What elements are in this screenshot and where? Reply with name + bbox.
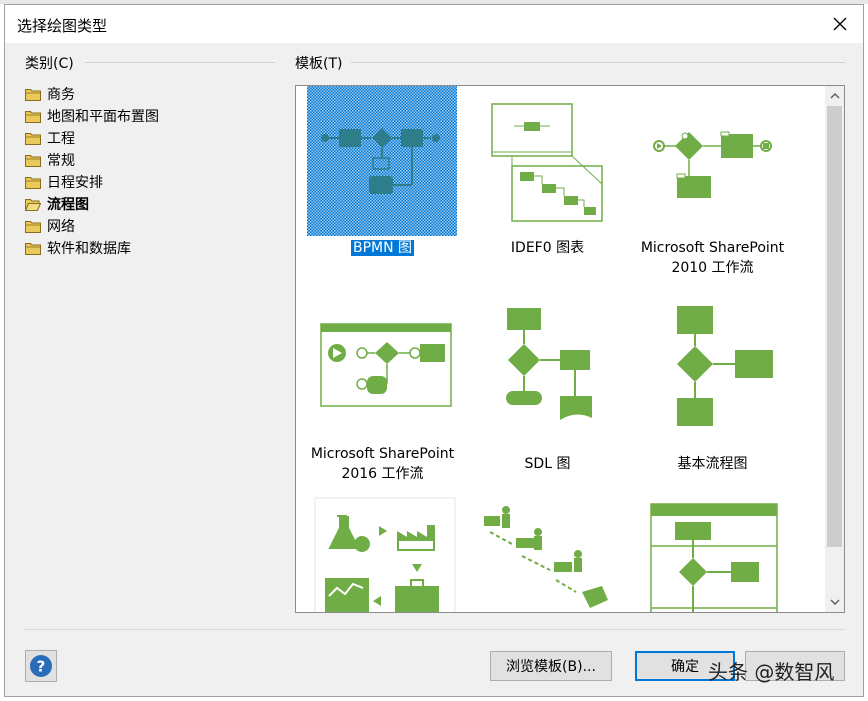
close-icon	[833, 17, 847, 31]
category-label: 工程	[47, 131, 75, 147]
template-gallery: BPMN 图 IDEF0 图表	[295, 85, 845, 613]
sharepoint-2010-workflow-icon	[653, 131, 772, 198]
bpmn-diagram-icon	[307, 86, 457, 236]
footer-divider	[23, 629, 845, 630]
open-folder-icon	[25, 198, 41, 211]
help-icon: ?	[30, 655, 52, 677]
category-label: 商务	[47, 87, 75, 103]
category-label: 软件和数据库	[47, 241, 131, 257]
scroll-down-button[interactable]	[825, 592, 844, 612]
categories-label: 类别(C)	[25, 56, 74, 72]
templates-label: 模板(T)	[295, 56, 343, 72]
category-item-flowchart[interactable]: 流程图	[25, 193, 275, 215]
template-label: IDEF0 图表	[510, 240, 585, 256]
folder-icon	[25, 110, 41, 123]
template-label: 基本流程图	[677, 456, 748, 472]
ok-button[interactable]: 确定	[635, 651, 735, 681]
cancel-button[interactable]	[745, 651, 845, 681]
chevron-down-icon	[829, 599, 840, 605]
cross-functional-flowchart-icon	[650, 503, 778, 612]
title-bar: 选择绘图类型	[5, 5, 863, 43]
scroll-up-button[interactable]	[825, 86, 844, 106]
category-item-general[interactable]: 常规	[25, 149, 275, 171]
template-sharepoint-2010[interactable]: Microsoft SharePoint 2010 工作流	[630, 86, 795, 276]
dialog-title: 选择绘图类型	[17, 17, 108, 35]
category-list: 商务 地图和平面布置图 工程 常规 日程安排 流程图 网络 软件和数据库	[25, 83, 275, 259]
categories-divider	[85, 62, 275, 63]
template-value-stream[interactable]	[465, 496, 630, 612]
template-label: Microsoft SharePoint 2010 工作流	[640, 240, 785, 276]
template-work-flow[interactable]	[300, 496, 465, 612]
category-item-network[interactable]: 网络	[25, 215, 275, 237]
folder-icon	[25, 220, 41, 233]
watermark: 头条 @数智风	[708, 660, 835, 684]
template-cross-functional[interactable]	[630, 496, 795, 612]
template-bpmn[interactable]: BPMN 图	[300, 86, 465, 266]
chevron-up-icon	[829, 93, 840, 99]
template-label: BPMN 图	[350, 240, 415, 256]
folder-icon	[25, 242, 41, 255]
sharepoint-2016-workflow-icon	[320, 323, 452, 407]
category-label: 常规	[47, 153, 75, 169]
svg-text:?: ?	[37, 658, 46, 676]
templates-divider	[351, 62, 845, 63]
category-item-business[interactable]: 商务	[25, 83, 275, 105]
sdl-diagram-icon	[506, 308, 592, 420]
folder-icon	[25, 132, 41, 145]
value-stream-icon	[484, 506, 608, 608]
template-idef0[interactable]: IDEF0 图表	[465, 86, 630, 266]
category-label: 日程安排	[47, 175, 103, 191]
folder-icon	[25, 154, 41, 167]
category-label: 网络	[47, 219, 75, 235]
category-item-schedule[interactable]: 日程安排	[25, 171, 275, 193]
template-basic-flowchart[interactable]: 基本流程图	[630, 296, 795, 486]
template-label: Microsoft SharePoint 2016 工作流	[310, 446, 455, 482]
template-scrollbar[interactable]	[825, 86, 844, 612]
template-label: SDL 图	[524, 456, 571, 472]
category-label: 流程图	[47, 197, 89, 213]
basic-flowchart-icon	[677, 306, 773, 426]
scroll-thumb[interactable]	[827, 106, 842, 547]
category-label: 地图和平面布置图	[47, 109, 159, 125]
folder-icon	[25, 176, 41, 189]
category-item-maps-floorplans[interactable]: 地图和平面布置图	[25, 105, 275, 127]
browse-templates-button[interactable]: 浏览模板(B)...	[490, 651, 612, 681]
template-sharepoint-2016[interactable]: Microsoft SharePoint 2016 工作流	[300, 296, 465, 486]
template-sdl[interactable]: SDL 图	[465, 296, 630, 486]
idef0-diagram-icon	[491, 103, 603, 222]
work-flow-diagram-icon	[314, 497, 456, 612]
close-button[interactable]	[817, 5, 863, 43]
category-item-engineering[interactable]: 工程	[25, 127, 275, 149]
folder-icon	[25, 88, 41, 101]
choose-drawing-type-dialog: 选择绘图类型 类别(C) 商务 地图和平面布置图 工程 常规 日程安排	[4, 4, 864, 697]
help-button[interactable]: ?	[25, 650, 57, 682]
category-item-software-database[interactable]: 软件和数据库	[25, 237, 275, 259]
background-window-strip	[0, 0, 868, 4]
